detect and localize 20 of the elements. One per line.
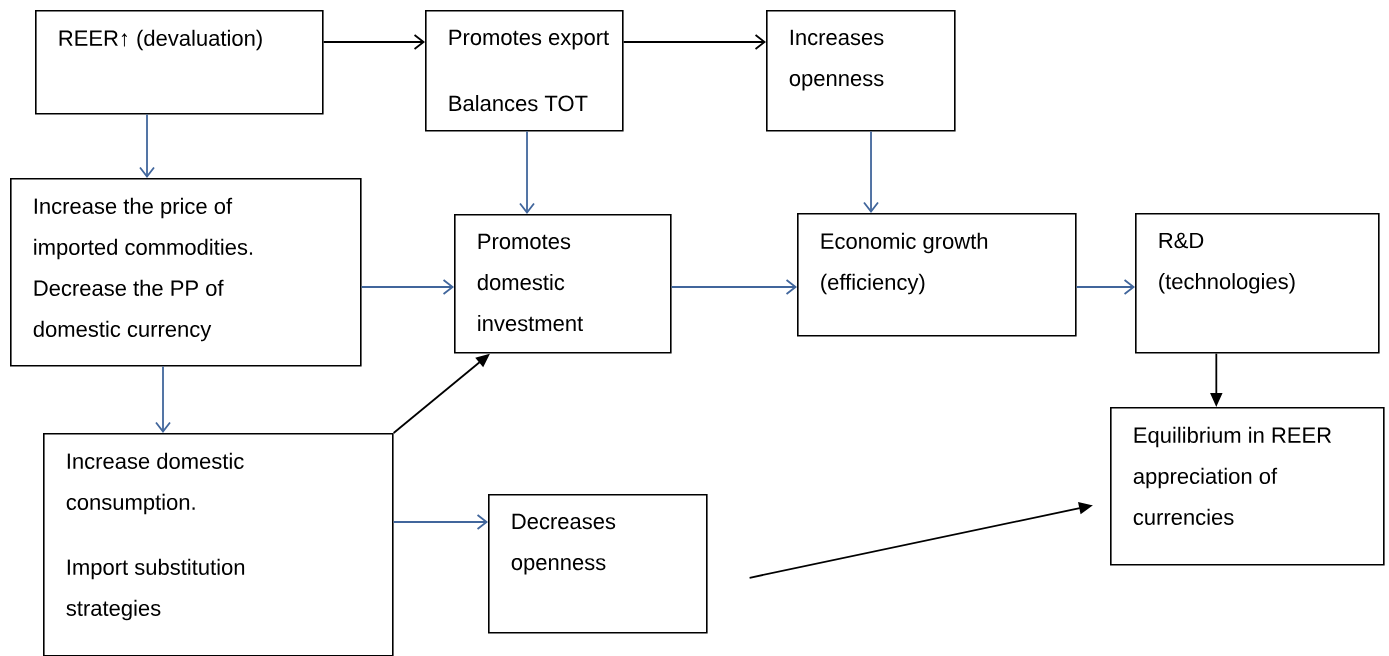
text-box: Decreases openness xyxy=(488,494,708,634)
text-box: Equilibrium in REER appreciation of currencies xyxy=(1110,407,1385,566)
arrow xyxy=(360,279,454,295)
arrow xyxy=(322,34,425,50)
arrow xyxy=(155,365,171,433)
text-box: Promotes domestic investment xyxy=(454,214,672,354)
text-box: Increase domestic consumption. Import substitution strategies xyxy=(43,433,394,656)
text-box: Increase the price of imported commodities. Decrease the PP of domestic currency xyxy=(10,178,362,367)
arrow xyxy=(622,34,766,50)
arrow xyxy=(670,279,797,295)
arrow xyxy=(863,130,879,213)
arrow xyxy=(519,130,535,214)
text-box: Promotes export Balances TOT xyxy=(425,10,624,132)
text-box: Increases openness xyxy=(766,10,956,132)
text-box: REER↑ (devaluation) xyxy=(35,10,324,115)
arrow xyxy=(392,514,488,530)
text-box: Economic growth (efficiency) xyxy=(797,213,1077,337)
text-box: R&D (technologies) xyxy=(1135,213,1380,354)
arrow xyxy=(139,113,155,178)
arrow xyxy=(1075,279,1135,295)
